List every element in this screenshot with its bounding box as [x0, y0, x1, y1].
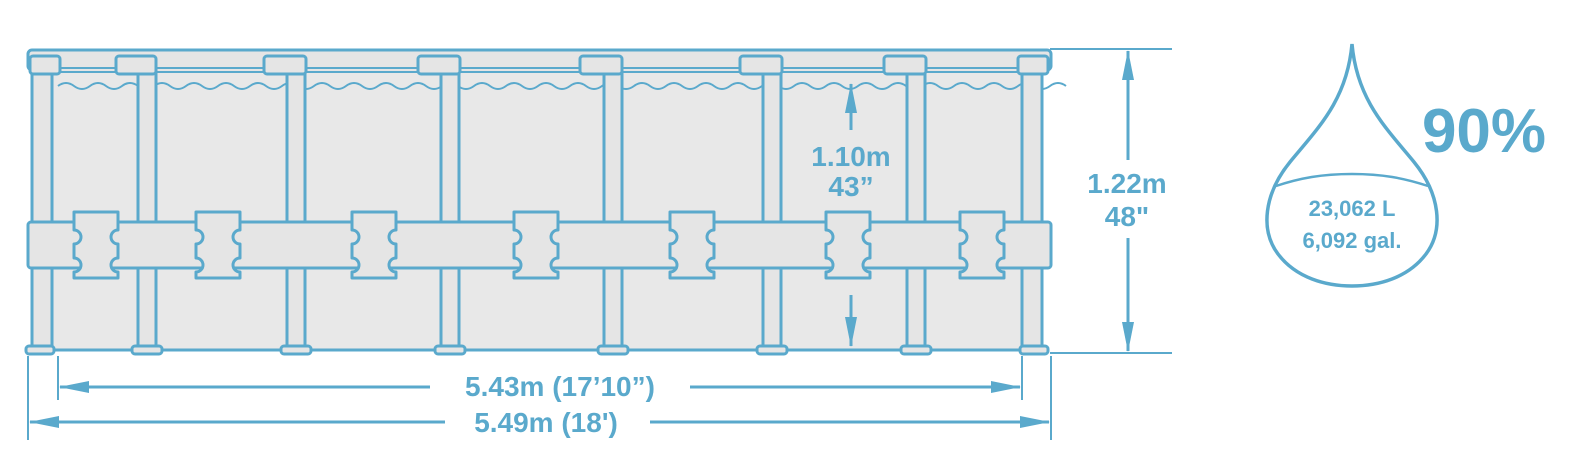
top-connector: [114, 54, 158, 76]
top-connector: [1016, 54, 1050, 76]
foot: [755, 344, 789, 356]
capacity-indicator: 23,062 L 6,092 gal. 90%: [1265, 43, 1546, 288]
top-connector: [28, 54, 62, 76]
pool-frame: [24, 48, 1067, 356]
leg: [136, 66, 158, 352]
fill-percent: 90%: [1422, 97, 1546, 166]
top-connector: [882, 54, 928, 76]
foot: [433, 344, 467, 356]
leg: [30, 66, 54, 352]
inner-length-dimension: 5.43m (17’10”): [59, 371, 1021, 402]
belt-clips: [72, 210, 1006, 280]
leg: [905, 66, 927, 352]
foot: [1018, 344, 1050, 356]
belt-clip: [350, 210, 398, 280]
wall-height-dimension: [1050, 48, 1172, 354]
wall-height-metric: 1.22m: [1087, 168, 1166, 199]
water-surface-line: [57, 82, 1067, 90]
belt-clip: [958, 210, 1006, 280]
top-rail: [26, 48, 1053, 76]
water-depth-dimension: 1.10m 43”: [800, 83, 902, 347]
pool-liner: [38, 66, 1038, 352]
leg: [1020, 66, 1044, 352]
belt-clip: [824, 210, 872, 280]
leg: [285, 66, 307, 352]
capacity-liters: 23,062 L: [1309, 196, 1396, 221]
wall-height-imperial: 48": [1105, 201, 1149, 232]
foot: [24, 344, 56, 356]
belt-clip: [512, 210, 560, 280]
top-connector: [578, 54, 624, 76]
belt-clip: [72, 210, 120, 280]
water-depth-metric: 1.10m: [811, 141, 890, 172]
inner-length-label: 5.43m (17’10”): [465, 371, 655, 402]
water-level-line: [1275, 172, 1429, 188]
foot: [899, 344, 933, 356]
belt-clip: [668, 210, 716, 280]
leg: [602, 66, 624, 352]
foot: [596, 344, 630, 356]
water-drop-icon: [1265, 43, 1439, 288]
outer-length-dimension: 5.49m (18'): [29, 407, 1050, 438]
length-guides: [27, 356, 1052, 440]
top-connector: [416, 54, 462, 76]
top-connector: [262, 54, 308, 76]
capacity-gallons: 6,092 gal.: [1302, 228, 1401, 253]
top-connector: [738, 54, 784, 76]
foot: [279, 344, 313, 356]
leg-feet: [24, 344, 1050, 356]
outer-length-label: 5.49m (18'): [474, 407, 618, 438]
water-depth-imperial: 43”: [828, 171, 873, 202]
belt-clip: [194, 210, 242, 280]
leg: [439, 66, 461, 352]
foot: [130, 344, 164, 356]
leg: [761, 66, 783, 352]
